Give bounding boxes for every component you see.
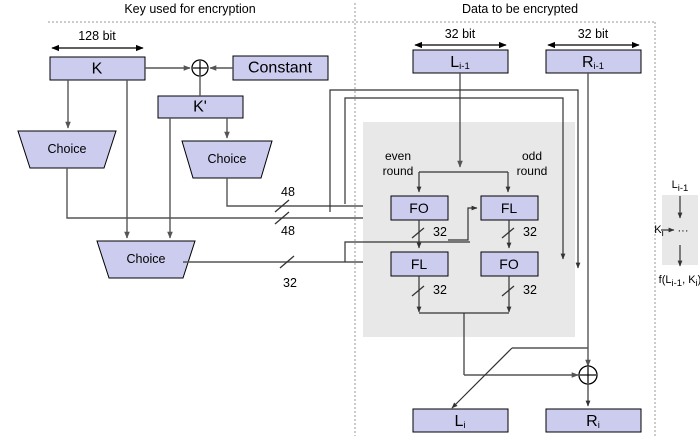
choice-box-3[interactable] bbox=[96, 240, 196, 279]
choice-box-2-label: Choice bbox=[208, 152, 247, 166]
slash-fo-top-out bbox=[411, 227, 425, 239]
fo-box-top-label: FO bbox=[409, 200, 429, 216]
bus-label-48-upper: 48 bbox=[281, 185, 295, 199]
kprime-box-label: K' bbox=[193, 99, 207, 116]
label-32-fo-top-out: 32 bbox=[433, 225, 447, 239]
fl-box-top-label: FL bbox=[501, 200, 518, 216]
dimension-32bit-left: 32 bit bbox=[414, 27, 507, 49]
constant-box-label: Constant bbox=[248, 60, 313, 77]
header-key-side: Key used for encryption bbox=[124, 2, 255, 16]
label-32-fl-bottom-out: 32 bbox=[433, 283, 447, 297]
constant-box[interactable] bbox=[232, 55, 329, 81]
bus-slash-48-lower bbox=[274, 211, 290, 225]
wire-key-rail-outer bbox=[329, 89, 581, 269]
wire-key-rail-lower bbox=[344, 241, 470, 262]
slash-fo-bottom-out bbox=[501, 285, 515, 297]
wire-key-rail-inner bbox=[344, 97, 566, 260]
bus-label-32-key: 32 bbox=[283, 276, 297, 290]
bus-slash-32-key bbox=[279, 255, 295, 269]
legend-output-label: f(Li-1, Ki) bbox=[659, 274, 700, 289]
key-box-k-label: K bbox=[92, 61, 103, 78]
wire-choice2-to-fo-top bbox=[226, 178, 391, 209]
dimension-32bit-right: 32 bit bbox=[547, 27, 640, 49]
bus-slash-48-upper bbox=[274, 199, 290, 213]
input-box-r-label: Ri-1 bbox=[582, 54, 604, 72]
bus-label-48-lower: 48 bbox=[281, 224, 295, 238]
header-data-side: Data to be encrypted bbox=[462, 2, 578, 16]
label-32-fo-bottom-out: 32 bbox=[523, 283, 537, 297]
dimension-128bit-label: 128 bit bbox=[78, 29, 116, 43]
wire-r-diagonal-to-l-out bbox=[451, 347, 513, 409]
round-function-zone bbox=[363, 122, 575, 337]
choice-box-2[interactable] bbox=[181, 140, 273, 179]
legend-panel: Li-1 Ki ··· f(Li-1, Ki) bbox=[654, 179, 700, 289]
label-32-fl-top-out: 32 bbox=[523, 225, 537, 239]
fo-box-bottom[interactable] bbox=[480, 251, 539, 277]
fl-box-bottom[interactable] bbox=[390, 251, 449, 277]
fl-box-bottom-label: FL bbox=[411, 256, 428, 272]
slash-fl-bottom-out bbox=[411, 285, 425, 297]
output-box-r-label: Ri bbox=[586, 413, 600, 431]
output-box-l[interactable] bbox=[412, 408, 509, 433]
legend-ellipsis: ··· bbox=[678, 225, 689, 237]
dimension-32bit-left-label: 32 bit bbox=[445, 27, 476, 41]
slash-fl-top-out bbox=[501, 227, 515, 239]
label-even-round-line2: round bbox=[383, 164, 414, 178]
input-box-l-label: Li-1 bbox=[450, 54, 469, 72]
wire-fo-top-to-fl-top bbox=[448, 205, 478, 241]
dimension-32bit-right-label: 32 bit bbox=[578, 27, 609, 41]
label-odd-round-line2: round bbox=[517, 164, 548, 178]
label-even-round-line1: even bbox=[385, 149, 411, 163]
choice-box-1-label: Choice bbox=[48, 142, 87, 156]
choice-box-3-label: Choice bbox=[127, 252, 166, 266]
input-box-r[interactable] bbox=[545, 49, 642, 74]
fo-box-bottom-label: FO bbox=[499, 256, 519, 272]
choice-box-1[interactable] bbox=[17, 130, 117, 169]
output-box-l-label: Li bbox=[454, 413, 465, 431]
dimension-128bit: 128 bit bbox=[51, 29, 144, 52]
legend-input-label: Li-1 bbox=[672, 179, 689, 194]
fl-box-top[interactable] bbox=[480, 195, 539, 221]
label-odd-round-line1: odd bbox=[522, 149, 542, 163]
legend-key-label: Ki bbox=[654, 224, 663, 239]
output-box-r[interactable] bbox=[545, 408, 642, 433]
